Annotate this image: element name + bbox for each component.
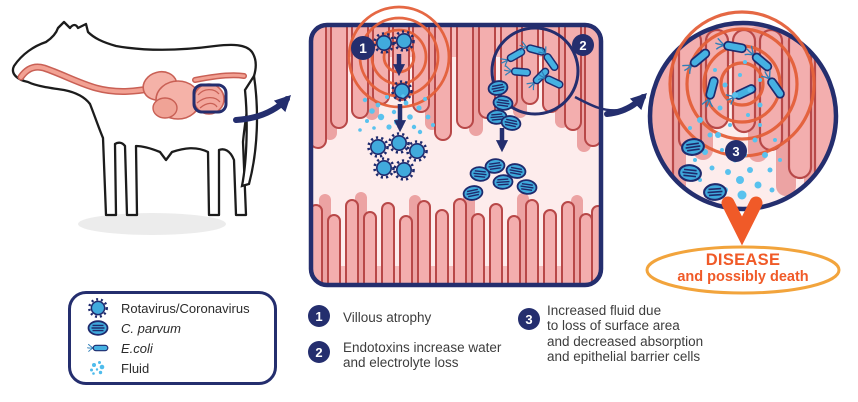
legend-item-cparvum: C. parvum xyxy=(83,318,268,338)
annotation-3-text: Increased fluid due to loss of surface a… xyxy=(547,303,704,364)
annotation-1-badge: 1 xyxy=(308,305,330,327)
calf-to-panel-arrow xyxy=(233,94,292,123)
bottom-villi xyxy=(313,198,599,283)
marker-2-badge: 2 xyxy=(572,34,594,56)
disease-ellipse xyxy=(645,245,841,295)
panel-border xyxy=(308,22,604,288)
calf-figure xyxy=(11,20,259,235)
annotation-1-text: Villous atrophy xyxy=(343,310,432,325)
calf-shadow xyxy=(78,213,226,235)
zoom-circle-border xyxy=(647,20,839,212)
annotation-2-badge: 2 xyxy=(308,341,330,363)
legend-item-ecoli: E.coli xyxy=(83,338,268,358)
disease-subtitle: and possibly death xyxy=(677,269,809,286)
intestine-panel xyxy=(308,5,621,288)
legend-label: Fluid xyxy=(121,360,150,376)
fluid-icon xyxy=(90,361,105,375)
zoom-circle-panel xyxy=(647,10,839,212)
annotation-3-badge: 3 xyxy=(518,308,540,330)
panel-to-circle-arrow xyxy=(604,92,648,117)
legend-item-rotavirus: Rotavirus/Coronavirus xyxy=(83,298,268,318)
marker-3-badge: 3 xyxy=(725,140,747,162)
disease-title: DISEASE xyxy=(705,251,781,269)
ecoli-icon xyxy=(86,343,109,353)
legend-label: E.coli xyxy=(121,340,153,356)
cparvum-icon xyxy=(87,320,109,336)
legend-label: C. parvum xyxy=(121,320,181,336)
legend-item-fluid: Fluid xyxy=(83,358,268,378)
legend-label: Rotavirus/Coronavirus xyxy=(121,300,250,316)
rotavirus-icon xyxy=(88,298,108,318)
legend-box: Rotavirus/Coronavirus C. parvum E.coli F… xyxy=(68,291,277,385)
marker-1-badge: 1 xyxy=(351,36,375,60)
magnifier-circle xyxy=(490,26,580,116)
intestine-highlight-box xyxy=(192,83,228,114)
annotation-2-text: Endotoxins increase water and electrolyt… xyxy=(343,340,502,371)
calf-body-outline xyxy=(11,20,257,217)
disease-pointer-icon xyxy=(721,196,763,246)
fluid-dots xyxy=(358,94,435,135)
calf-tail xyxy=(240,72,259,188)
digestive-tract xyxy=(17,63,247,120)
disease-label: DISEASE and possibly death xyxy=(647,251,839,286)
